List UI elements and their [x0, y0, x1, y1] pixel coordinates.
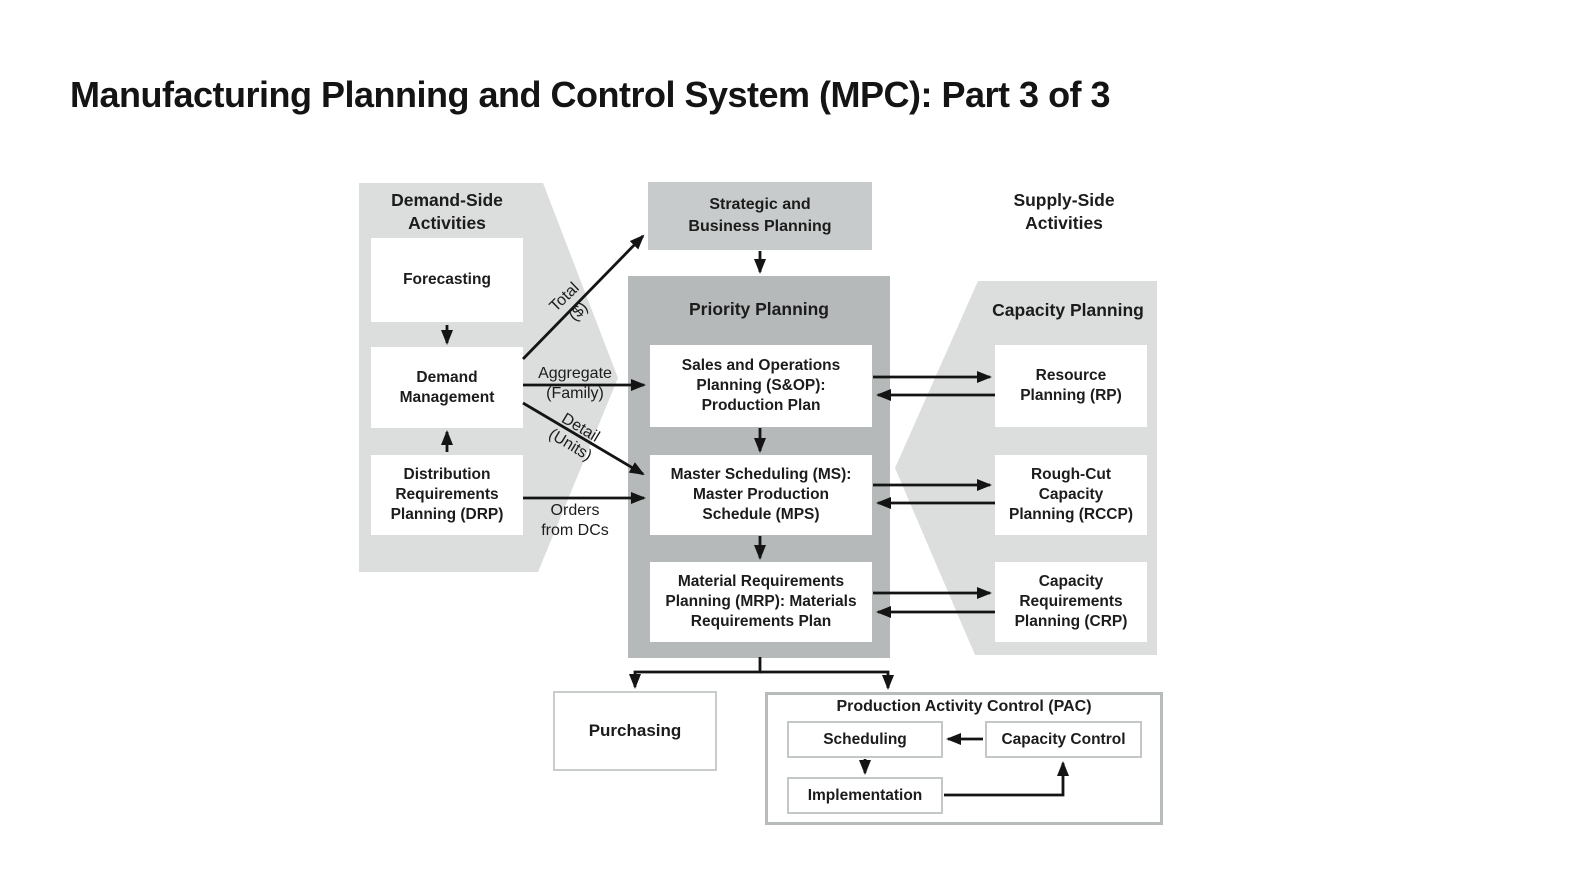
sop-label: Sales and Operations Planning (S&OP): Pr…: [681, 357, 841, 414]
forecasting-box: Forecasting: [371, 238, 523, 322]
flow-label-orders: Orders from DCs: [541, 502, 609, 539]
crp-box: Capacity Requirements Planning (CRP): [995, 562, 1147, 642]
drp-label: Distribution Requirements Planning (DRP): [390, 466, 504, 523]
pac-title: Production Activity Control (PAC): [836, 698, 1092, 715]
master-scheduling-label: Master Scheduling (MS): Master Productio…: [670, 466, 852, 523]
purchasing-box: Purchasing: [553, 691, 717, 771]
demand-side-heading: Demand-Side Activities: [391, 190, 503, 233]
forecasting-label: Forecasting: [403, 271, 491, 288]
mrp-label: Material Requirements Planning (MRP): Ma…: [665, 573, 857, 630]
resource-planning-box: Resource Planning (RP): [995, 345, 1147, 427]
demand-management-label: Demand Management: [399, 368, 495, 406]
capacity-planning-heading: Capacity Planning: [992, 300, 1144, 320]
strategic-business-planning-label: Strategic and Business Planning: [688, 196, 832, 235]
drp-box: Distribution Requirements Planning (DRP): [371, 455, 523, 535]
scheduling-label: Scheduling: [823, 730, 907, 748]
rccp-label: Rough-Cut Capacity Planning (RCCP): [1009, 466, 1133, 523]
master-scheduling-box: Master Scheduling (MS): Master Productio…: [650, 455, 872, 535]
demand-management-box: Demand Management: [371, 347, 523, 428]
capacity-control-label: Capacity Control: [1001, 730, 1126, 748]
flow-label-total: Total ($): [546, 279, 592, 325]
sop-box: Sales and Operations Planning (S&OP): Pr…: [650, 345, 872, 427]
flow-label-aggregate: Aggregate (Family): [538, 365, 612, 402]
resource-planning-label: Resource Planning (RP): [1020, 367, 1122, 404]
purchasing-label: Purchasing: [588, 721, 682, 740]
flow-label-detail: Detail (Units): [545, 410, 603, 465]
rccp-box: Rough-Cut Capacity Planning (RCCP): [995, 455, 1147, 535]
scheduling-box: Scheduling: [787, 721, 943, 758]
implementation-label: Implementation: [807, 786, 923, 804]
implementation-box: Implementation: [787, 777, 943, 814]
priority-planning-heading: Priority Planning: [688, 299, 830, 319]
page-title: Manufacturing Planning and Control Syste…: [70, 74, 1111, 115]
arrow-mrp-to-purchasing: [629, 657, 762, 689]
mrp-box: Material Requirements Planning (MRP): Ma…: [650, 562, 872, 642]
crp-label: Capacity Requirements Planning (CRP): [1014, 573, 1128, 630]
supply-side-heading: Supply-Side Activities: [1013, 190, 1115, 233]
strategic-business-planning-box: Strategic and Business Planning: [648, 182, 872, 250]
capacity-control-box: Capacity Control: [985, 721, 1142, 758]
arrow-mrp-to-pac: [760, 670, 894, 690]
